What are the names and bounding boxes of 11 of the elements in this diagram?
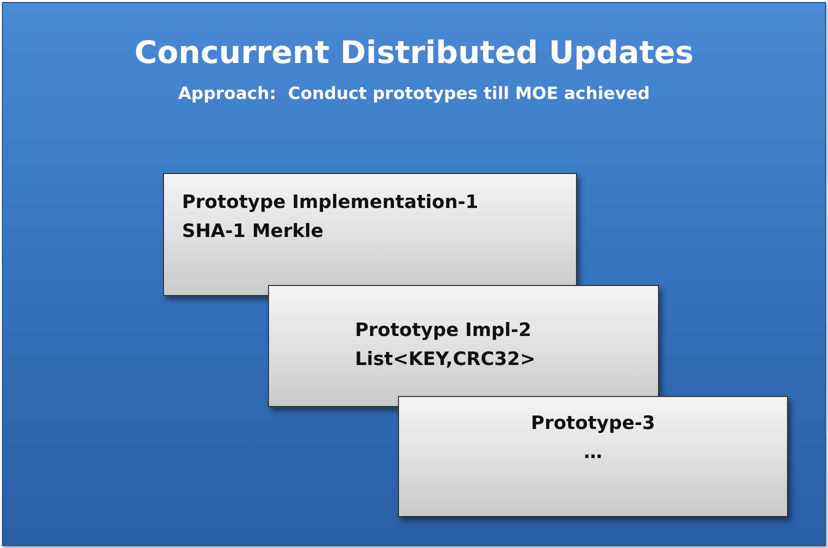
box-detail: SHA-1 Merkle — [182, 220, 324, 244]
box-detail: … — [582, 441, 604, 465]
box-heading: Prototype Impl-2 — [355, 319, 532, 343]
prototype-box — [163, 173, 577, 296]
prototype-box — [398, 396, 788, 517]
prototype-box — [268, 285, 659, 407]
title: Concurrent Distributed Updates — [133, 35, 695, 71]
box-detail: List<KEY,CRC32> — [355, 348, 536, 372]
box-heading: Prototype-3 — [530, 412, 656, 436]
box-heading: Prototype Implementation-1 — [182, 191, 480, 215]
subtitle: Approach: Conduct prototypes till MOE achieved — [177, 84, 651, 104]
